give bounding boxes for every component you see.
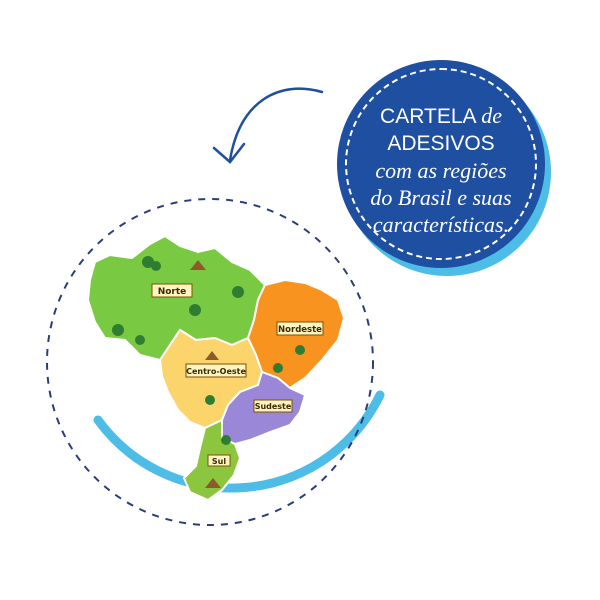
label-norte: Norte	[151, 283, 193, 298]
label-sudeste: Sudeste	[253, 399, 293, 413]
label-centro-oeste: Centro-Oeste	[185, 363, 247, 378]
hill-icons	[190, 260, 221, 488]
label-sul-text: Sul	[212, 457, 226, 466]
badge-line-3: com as regiões	[375, 158, 507, 183]
curved-arrow-icon	[212, 87, 324, 164]
tree-icons	[112, 256, 305, 445]
brazil-map: Norte Nordeste Centro-Oeste Sudeste Sul	[86, 234, 346, 502]
cyan-swoosh	[93, 390, 385, 493]
badge-dashed-ring	[345, 68, 537, 260]
badge-line-2: ADESIVOS	[387, 132, 495, 155]
label-centro-oeste-text: Centro-Oeste	[186, 367, 246, 376]
badge-line-1: CARTELA de	[337, 102, 545, 130]
badge-line-1-word: CARTELA	[380, 105, 476, 128]
badge-line-5: características.	[372, 212, 510, 237]
label-sul: Sul	[207, 454, 231, 467]
label-nordeste: Nordeste	[276, 321, 324, 336]
label-norte-text: Norte	[158, 287, 187, 297]
badge-line-1-italic: de	[481, 103, 502, 128]
badge-text: CARTELA de ADESIVOS com as regiões do Br…	[337, 102, 545, 238]
label-sudeste-text: Sudeste	[255, 402, 292, 411]
dashed-circle	[46, 198, 374, 526]
label-nordeste-text: Nordeste	[278, 325, 322, 335]
badge-line-4: do Brasil e suas	[370, 185, 512, 210]
info-badge: CARTELA de ADESIVOS com as regiões do Br…	[337, 60, 545, 268]
